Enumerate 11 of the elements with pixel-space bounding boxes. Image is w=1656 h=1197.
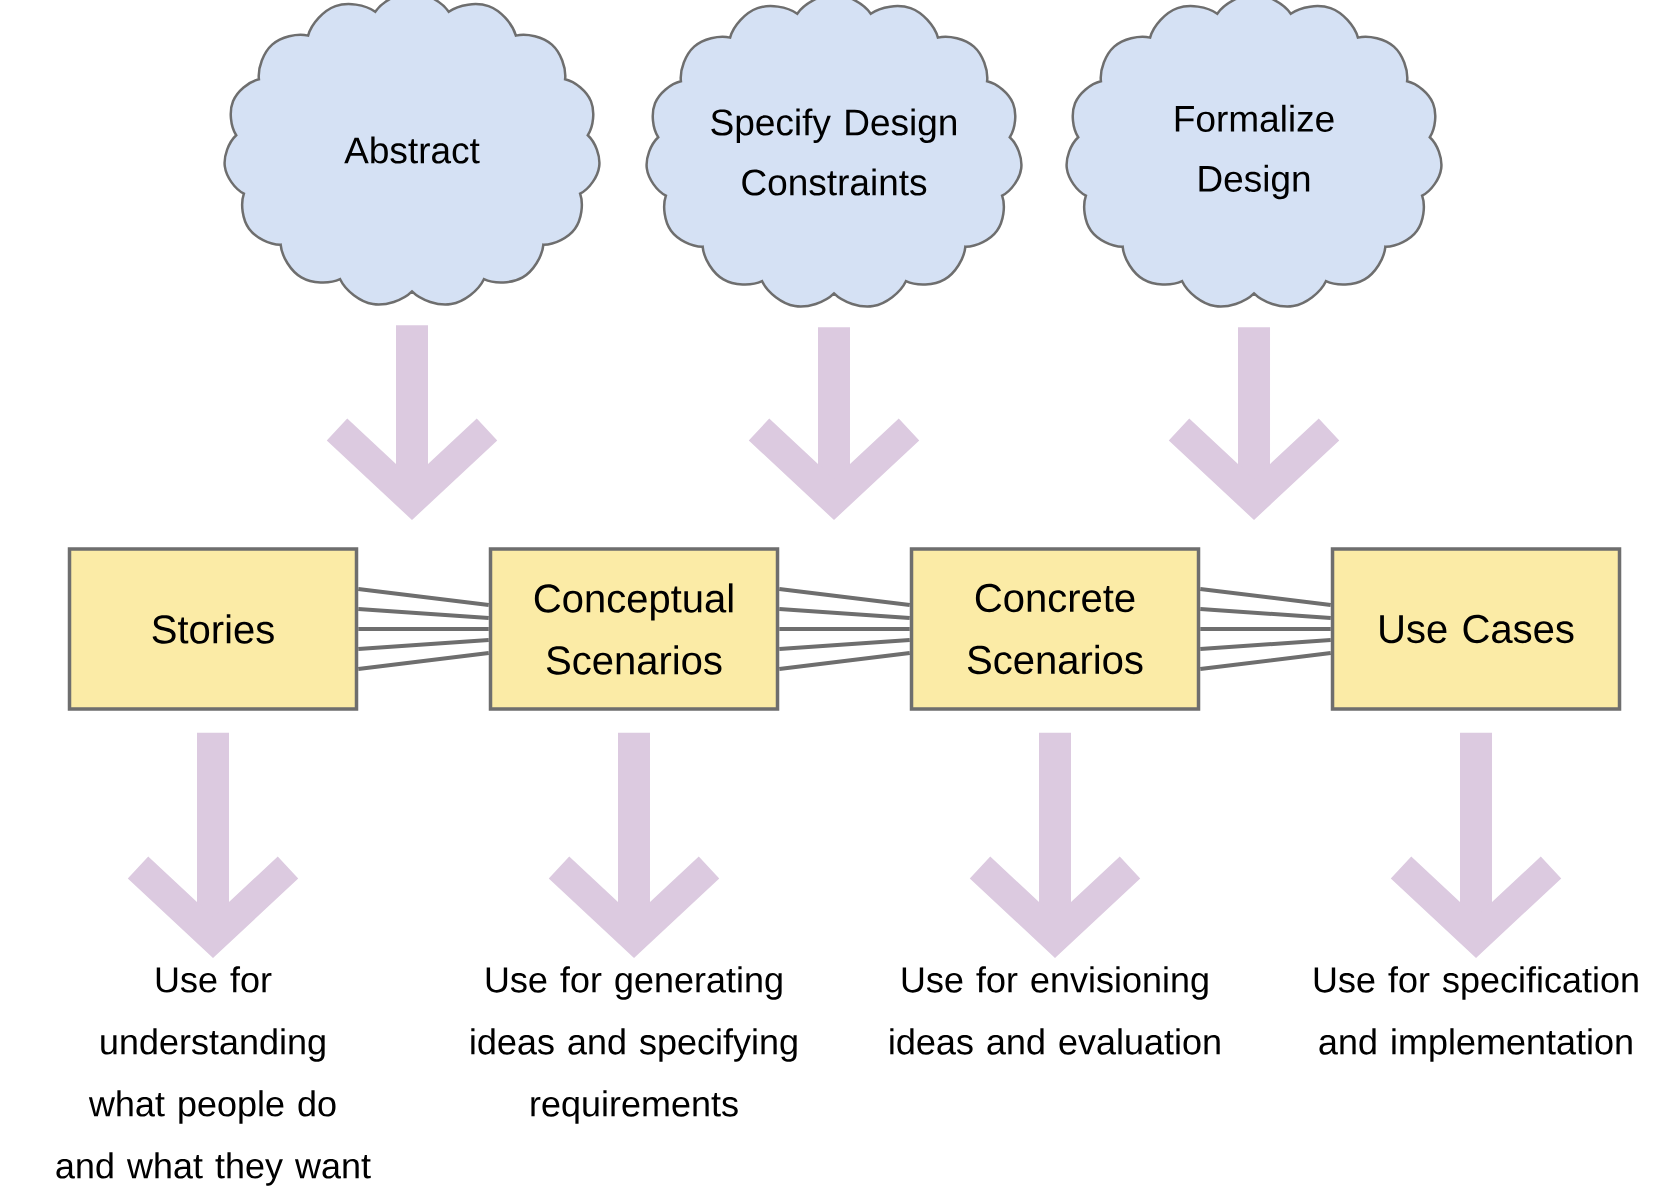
connector-lines — [356, 587, 491, 671]
process-box: Use Cases — [1330, 547, 1622, 711]
note-text: Use for specification and implementation — [1314, 966, 1638, 1062]
connector-lines — [777, 587, 912, 671]
note-text: Use for envisioning ideas and evaluation — [890, 966, 1220, 1055]
note-text: Use for generating ideas and specifying requirements — [471, 966, 797, 1124]
process-box: Concrete Scenarios — [909, 547, 1201, 711]
process-box: Conceptual Scenarios — [488, 547, 780, 711]
note-text: Use for understanding what people do and what they want — [56, 966, 371, 1186]
connector-lines — [1198, 587, 1333, 671]
process-box: Stories — [67, 547, 359, 711]
